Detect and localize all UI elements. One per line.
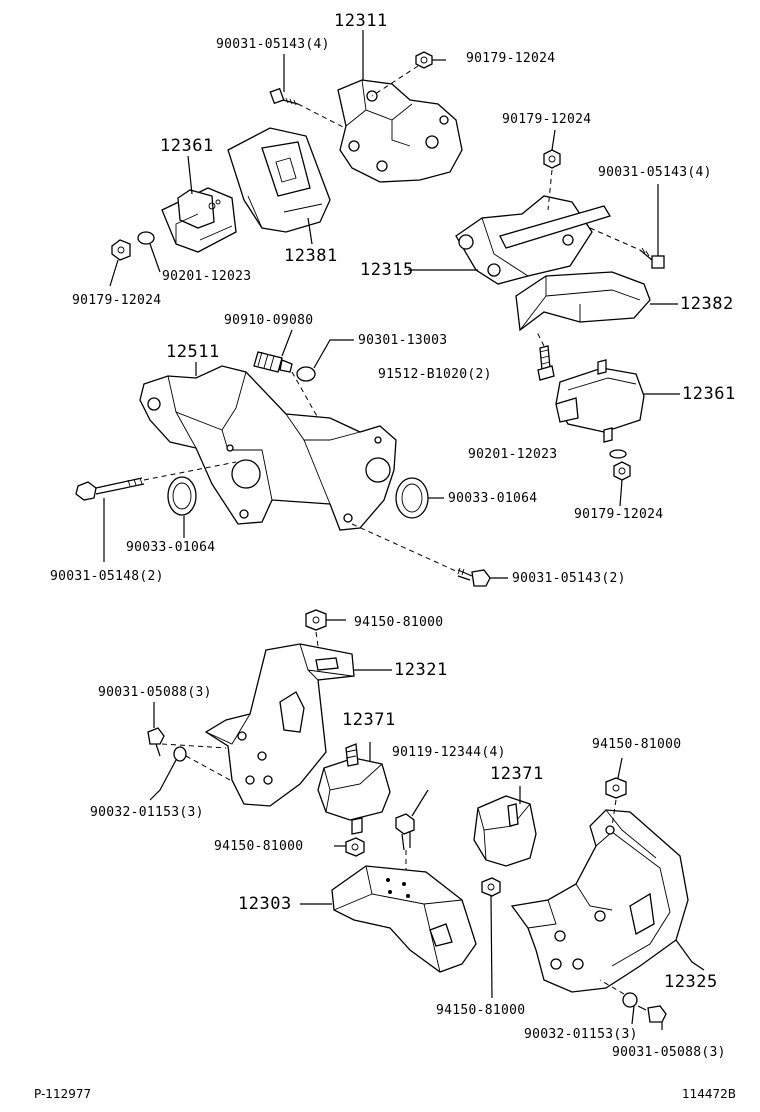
bolt-90031-05088-right-icon (637, 1005, 667, 1023)
label-90179-12024-right: 90179-12024 (502, 112, 592, 127)
label-12371-right: 12371 (490, 764, 544, 784)
label-90201-12023-right: 90201-12023 (468, 447, 558, 462)
figure-code: 114472B (682, 1087, 737, 1101)
stopper-12382-icon (515, 271, 651, 332)
nut-94150-81000-mid-icon (345, 837, 365, 857)
label-90033-01064-left: 90033-01064 (126, 540, 216, 555)
bolt-91512-B1020-icon (537, 345, 555, 381)
label-90031-05148: 90031-05148(2) (50, 569, 164, 584)
label-12311: 12311 (334, 11, 388, 31)
gasket-90301-13003-icon (296, 366, 316, 382)
nut-90179-12024-left-icon (111, 239, 131, 261)
label-90910-09080: 90910-09080 (224, 313, 314, 328)
label-90119-12344: 90119-12344(4) (392, 745, 506, 760)
bolt-90031-05088-left-icon (147, 727, 165, 757)
insulator-12371-left-icon (317, 743, 391, 835)
insulator-12361-right-icon (555, 359, 645, 443)
breather-plug-90910-09080-icon (253, 351, 293, 373)
bracket-12321-icon (204, 643, 355, 807)
bolt-90031-05143-right-icon (639, 247, 665, 269)
label-91512-B1020: 91512-B1020(2) (378, 367, 492, 382)
label-90031-05143-2: 90031-05143(2) (512, 571, 626, 586)
washer-90032-01153-right-icon (622, 992, 638, 1008)
label-94150-81000-top: 94150-81000 (354, 615, 444, 630)
washer-90201-12023-right-icon (609, 449, 627, 459)
label-94150-81000-bottom: 94150-81000 (436, 1003, 526, 1018)
insulator-12361-left-icon (161, 187, 237, 253)
bolt-90031-05143-lower-icon (457, 567, 491, 587)
nut-94150-81000-top-icon (305, 609, 327, 631)
label-12371-left: 12371 (342, 710, 396, 730)
label-12325: 12325 (664, 972, 718, 992)
label-94150-81000-right: 94150-81000 (592, 737, 682, 752)
page-code: P-112977 (34, 1087, 92, 1101)
label-12361-left: 12361 (160, 136, 214, 156)
bracket-12325-icon (510, 809, 689, 993)
label-90032-01153-left: 90032-01153(3) (90, 805, 204, 820)
label-90031-05143-4-top: 90031-05143(4) (216, 37, 330, 52)
label-90179-12024-lower: 90179-12024 (574, 507, 664, 522)
label-90031-05088-left: 90031-05088(3) (98, 685, 212, 700)
gasket-90033-01064-left-icon (167, 476, 197, 516)
label-90033-01064-right: 90033-01064 (448, 491, 538, 506)
nut-90179-12024-lower-icon (613, 461, 631, 481)
label-12361-right: 12361 (682, 384, 736, 404)
label-12315: 12315 (360, 260, 414, 280)
label-90301-13003: 90301-13003 (358, 333, 448, 348)
label-94150-81000-mid: 94150-81000 (214, 839, 304, 854)
label-90031-05088-right: 90031-05088(3) (612, 1045, 726, 1060)
bracket-12511-icon (139, 365, 397, 531)
label-12303: 12303 (238, 894, 292, 914)
label-90179-12024-left: 90179-12024 (72, 293, 162, 308)
insulator-12371-right-icon (473, 795, 537, 867)
bolt-90031-05148-icon (75, 477, 145, 501)
washer-90032-01153-left-icon (173, 746, 187, 762)
bolt-90119-12344-icon (395, 813, 415, 851)
label-12381: 12381 (284, 246, 338, 266)
label-90179-12024-top: 90179-12024 (466, 51, 556, 66)
label-12511: 12511 (166, 342, 220, 362)
bolt-90031-05143-top-icon (269, 87, 299, 106)
nut-90179-12024-right-icon (543, 149, 561, 169)
bracket-12311-icon (337, 79, 463, 183)
stopper-12381-icon (227, 127, 331, 233)
nut-90179-12024-top-icon (415, 51, 433, 69)
nut-94150-81000-bottom-icon (481, 877, 501, 897)
label-12321: 12321 (394, 660, 448, 680)
nut-94150-81000-right-icon (605, 777, 627, 799)
bracket-12315-icon (455, 195, 611, 285)
label-90201-12023-left: 90201-12023 (162, 269, 252, 284)
label-90031-05143-4-right: 90031-05143(4) (598, 165, 712, 180)
bracket-12303-icon (331, 865, 477, 973)
label-12382: 12382 (680, 294, 734, 314)
washer-90201-12023-left-icon (137, 231, 155, 245)
label-90032-01153-right: 90032-01153(3) (524, 1027, 638, 1042)
